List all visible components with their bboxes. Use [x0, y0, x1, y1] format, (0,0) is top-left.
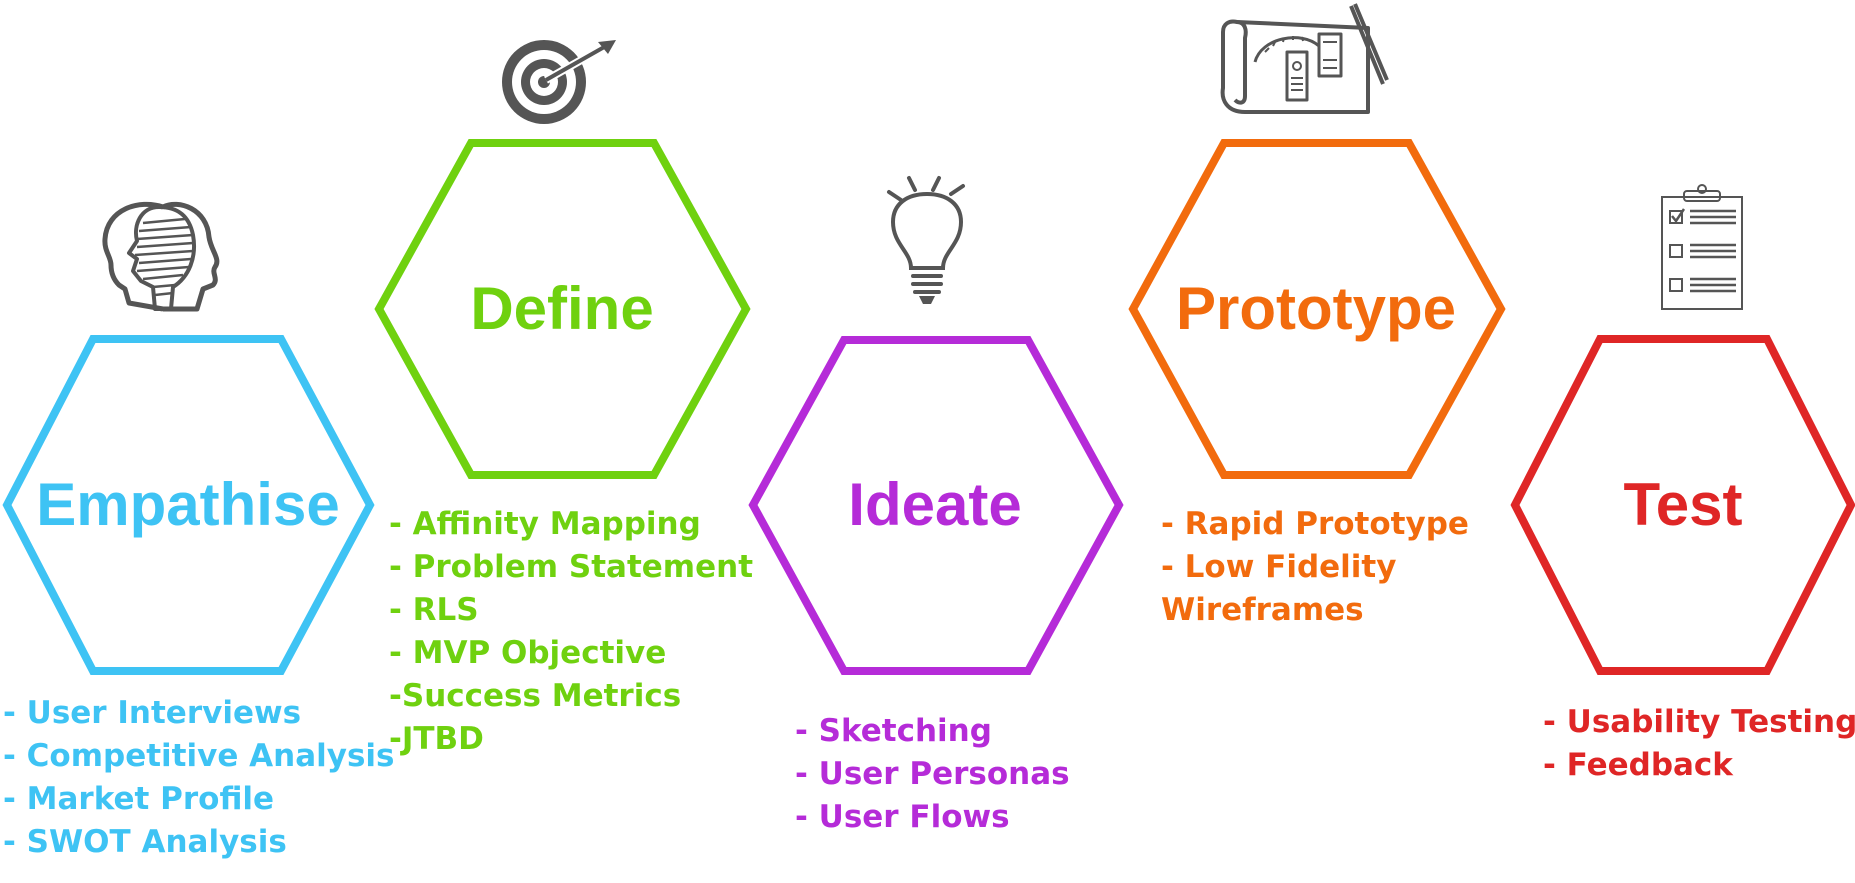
hexagon-empathise: [2, 335, 375, 675]
lightbulb-icon: [887, 176, 965, 304]
hexagon-test: [1510, 335, 1855, 675]
list-item: - Affinity Mapping: [389, 506, 701, 542]
list-item: - User Flows: [795, 799, 1010, 835]
list-item: - SWOT Analysis: [3, 824, 287, 860]
title-prototype: Prototype: [1175, 275, 1457, 342]
hexagon-define: [374, 139, 751, 479]
empathise-items: - User Interviews - Competitive Analysis…: [3, 692, 394, 864]
hexagon-prototype: [1128, 139, 1506, 479]
define-items: - Affinity Mapping - Problem Statement -…: [389, 503, 753, 761]
title-ideate: Ideate: [848, 471, 1022, 538]
list-item: - MVP Objective: [389, 635, 667, 671]
checklist-icon: [1661, 184, 1743, 310]
list-item: Wireframes: [1161, 592, 1364, 628]
list-item: - Competitive Analysis: [3, 738, 395, 774]
ideate-items: - Sketching - User Personas - User Flows: [795, 710, 1070, 839]
blueprint-icon: [1220, 3, 1389, 114]
title-test: Test: [1623, 471, 1743, 538]
list-item: - Low Fidelity: [1161, 549, 1397, 585]
list-item: - RLS: [389, 592, 479, 628]
list-item: - User Interviews: [3, 695, 302, 731]
list-item: - User Personas: [795, 756, 1070, 792]
list-item: - Market Profile: [3, 781, 275, 817]
list-item: -JTBD: [389, 721, 484, 757]
list-item: -Success Metrics: [389, 678, 682, 714]
list-item: - Usability Testing: [1543, 704, 1855, 740]
list-item: - Rapid Prototype: [1161, 506, 1469, 542]
list-item: - Sketching: [795, 713, 992, 749]
target-icon: [502, 40, 616, 124]
hexagon-ideate: [748, 336, 1124, 675]
title-define: Define: [470, 275, 654, 342]
prototype-items: - Rapid Prototype - Low Fidelity Wirefra…: [1161, 503, 1469, 632]
test-items: - Usability Testing - Feedback: [1543, 701, 1855, 787]
title-empathise: Empathise: [36, 471, 340, 538]
head-profile-icon: [102, 201, 220, 312]
list-item: - Problem Statement: [389, 549, 754, 585]
list-item: - Feedback: [1543, 747, 1733, 783]
